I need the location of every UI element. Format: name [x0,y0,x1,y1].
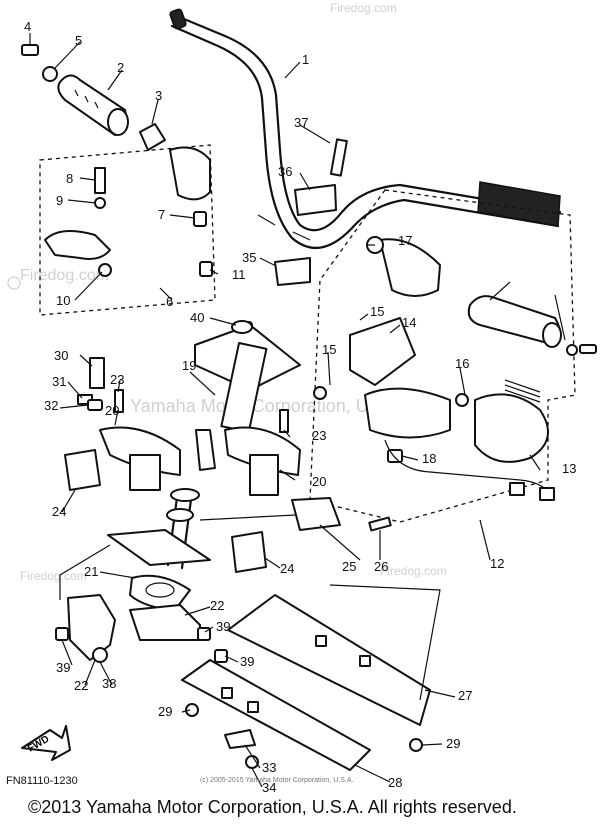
lower-brackets [55,574,228,663]
callout-35: 35 [242,250,256,265]
watermark-brand-left: Firedog.com [20,267,109,284]
callout-33: 33 [262,760,276,775]
callout-21: 21 [84,564,98,579]
callout-19: 19 [182,358,196,373]
left-lever [44,146,213,277]
right-grip [366,236,597,356]
callout-22-left: 22 [74,678,88,693]
callout-31: 31 [52,374,66,389]
footer-copyright: ©2013 Yamaha Motor Corporation, U.S.A. A… [28,797,517,817]
watermark-group: Firedog.com Yamaha Motor Corporation, U.… [20,1,447,583]
callout-12: 12 [490,556,504,571]
callout-4: 4 [24,19,31,34]
callout-6: 6 [166,294,173,309]
callout-38: 38 [102,676,116,691]
watermark-text-center: Yamaha Motor Corporation, U.S.A. [130,396,408,416]
handlebar-clamps [237,138,348,333]
column-covers [99,426,301,496]
lower-plates [181,594,431,771]
bolts-left [77,357,392,532]
callout-7: 7 [158,207,165,222]
callout-17: 17 [398,233,412,248]
small-copyright: (c) 2005-2015 Yamaha Motor Corporation, … [200,777,354,784]
callout-16: 16 [455,356,469,371]
callout-39-center: 39 [240,654,254,669]
part-callouts: 1 2 3 4 5 6 7 8 9 10 11 12 13 14 15 15 1… [24,19,576,795]
throttle-housing [313,317,556,501]
callout-5-left: 5 [75,33,82,48]
callout-24-right: 24 [280,561,294,576]
callout-15-upper: 15 [370,304,384,319]
callout-34: 34 [262,780,276,795]
callout-32: 32 [44,398,58,413]
callout-3: 3 [155,88,162,103]
watermark-brand-top: Firedog.com [330,1,397,15]
callout-11: 11 [232,267,246,282]
callout-40: 40 [190,310,204,325]
callout-23-upper: 23 [110,372,124,387]
callout-8: 8 [66,171,73,186]
callout-2-left: 2 [117,60,124,75]
callout-23-lower: 23 [312,428,326,443]
copyright-watermark-icon [7,276,21,290]
handlebar [169,8,562,249]
callout-29-left: 29 [158,704,172,719]
watermark-brand-lower-right: Firedog.com [380,564,447,578]
fwd-arrow-icon: FWD [21,725,71,761]
watermark-brand-lower-left: Firedog.com [20,569,87,583]
callout-14: 14 [402,315,416,330]
callout-18: 18 [422,451,436,466]
diagram-code: FN81110-1230 [6,775,78,787]
callout-27: 27 [458,688,472,703]
callout-26: 26 [374,559,388,574]
leader-lines [29,33,566,788]
callout-28: 28 [388,775,402,790]
callout-15-lower: 15 [322,342,336,357]
callout-24-left: 24 [52,504,66,519]
left-grip [21,44,166,151]
callout-13: 13 [562,461,576,476]
callout-20-right: 20 [312,474,326,489]
callout-29-right: 29 [446,736,460,751]
callout-10: 10 [56,293,70,308]
right-lever-frame [309,189,576,523]
callout-20-left: 20 [105,403,119,418]
callout-9: 9 [56,193,63,208]
callout-36: 36 [278,164,292,179]
callout-30: 30 [54,348,68,363]
callout-1: 1 [302,52,309,67]
left-lever-frame [39,144,216,316]
callout-22-right: 22 [210,598,224,613]
callout-39-right: 39 [216,619,230,634]
spacer-blocks [64,449,341,573]
callout-25: 25 [342,559,356,574]
grommet [231,320,253,334]
callout-39-left: 39 [56,660,70,675]
callout-37: 37 [294,115,308,130]
